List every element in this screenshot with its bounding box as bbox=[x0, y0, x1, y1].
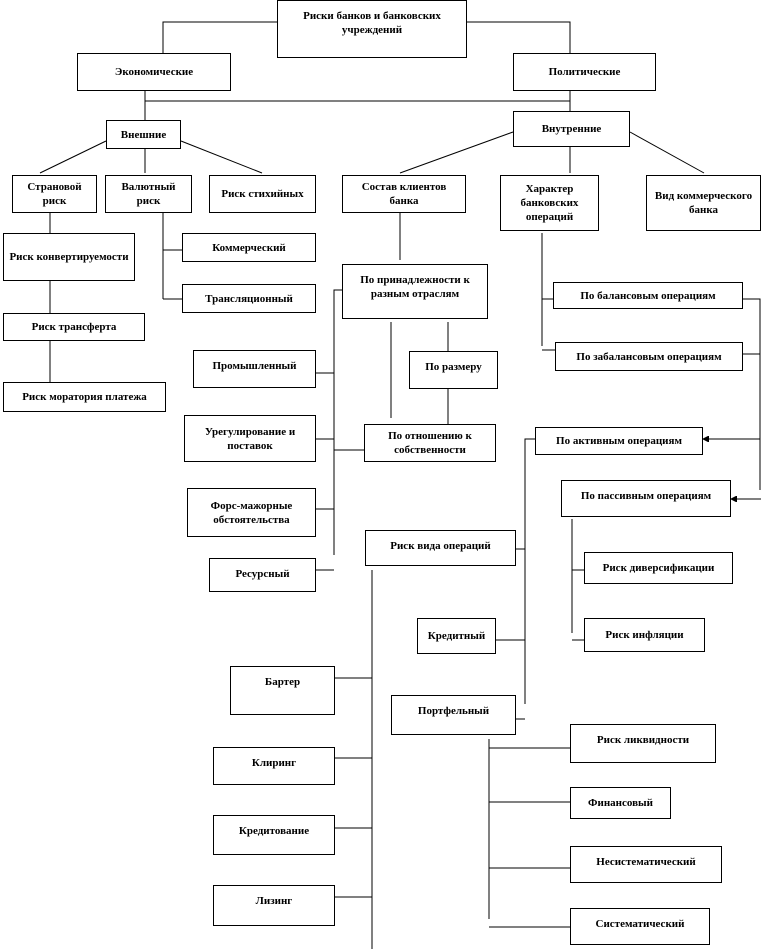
credit-node: Кредитный bbox=[417, 618, 496, 654]
portfolio-node: Портфельный bbox=[391, 695, 516, 735]
by-industry-node: По принадлежности к разным отраслям bbox=[342, 264, 488, 319]
transfer-risk-node: Риск трансферта bbox=[3, 313, 145, 341]
unsystematic-node: Несистематический bbox=[570, 846, 722, 883]
settlement-node: Урегулирование и поставок bbox=[184, 415, 316, 462]
by-size-node: По размеру bbox=[409, 351, 498, 389]
liquidity-risk-node: Риск ликвидности bbox=[570, 724, 716, 763]
client-composition-node: Состав клиентов банка bbox=[342, 175, 466, 213]
by-ownership-node: По отношению к собственности bbox=[364, 424, 496, 462]
external-node: Внешние bbox=[106, 120, 181, 149]
operation-type-risk-node: Риск вида операций bbox=[365, 530, 516, 566]
resource-node: Ресурсный bbox=[209, 558, 316, 592]
barter-node: Бартер bbox=[230, 666, 335, 715]
inflation-risk-node: Риск инфляции bbox=[584, 618, 705, 652]
root-node: Риски банков и банковских учреждений bbox=[277, 0, 467, 58]
translation-node: Трансляционный bbox=[182, 284, 316, 313]
moratorium-risk-node: Риск моратория платежа bbox=[3, 382, 166, 412]
by-offbalance-ops-node: По забалансовым операциям bbox=[555, 342, 743, 371]
currency-risk-node: Валютный риск bbox=[105, 175, 192, 213]
diversification-risk-node: Риск диверсификации bbox=[584, 552, 733, 584]
internal-node: Внутренние bbox=[513, 111, 630, 147]
by-balance-ops-node: По балансовым операциям bbox=[553, 282, 743, 309]
force-majeure-node: Форс-мажорные обстоятельства bbox=[187, 488, 316, 537]
commercial-node: Коммерческий bbox=[182, 233, 316, 262]
natural-risk-node: Риск стихийных bbox=[209, 175, 316, 213]
operations-nature-node: Характер банковских операций bbox=[500, 175, 599, 231]
leasing-node: Лизинг bbox=[213, 885, 335, 926]
bank-type-node: Вид коммерческого банка bbox=[646, 175, 761, 231]
political-node: Политические bbox=[513, 53, 656, 91]
systematic-node: Систематический bbox=[570, 908, 710, 945]
economic-node: Экономические bbox=[77, 53, 231, 91]
convertibility-risk-node: Риск конвертируемости bbox=[3, 233, 135, 281]
country-risk-node: Страновой риск bbox=[12, 175, 97, 213]
clearing-node: Клиринг bbox=[213, 747, 335, 785]
financial-node: Финансовый bbox=[570, 787, 671, 819]
industrial-node: Промышленный bbox=[193, 350, 316, 388]
by-passive-ops-node: По пассивным операциям bbox=[561, 480, 731, 517]
lending-node: Кредитование bbox=[213, 815, 335, 855]
by-active-ops-node: По активным операциям bbox=[535, 427, 703, 455]
